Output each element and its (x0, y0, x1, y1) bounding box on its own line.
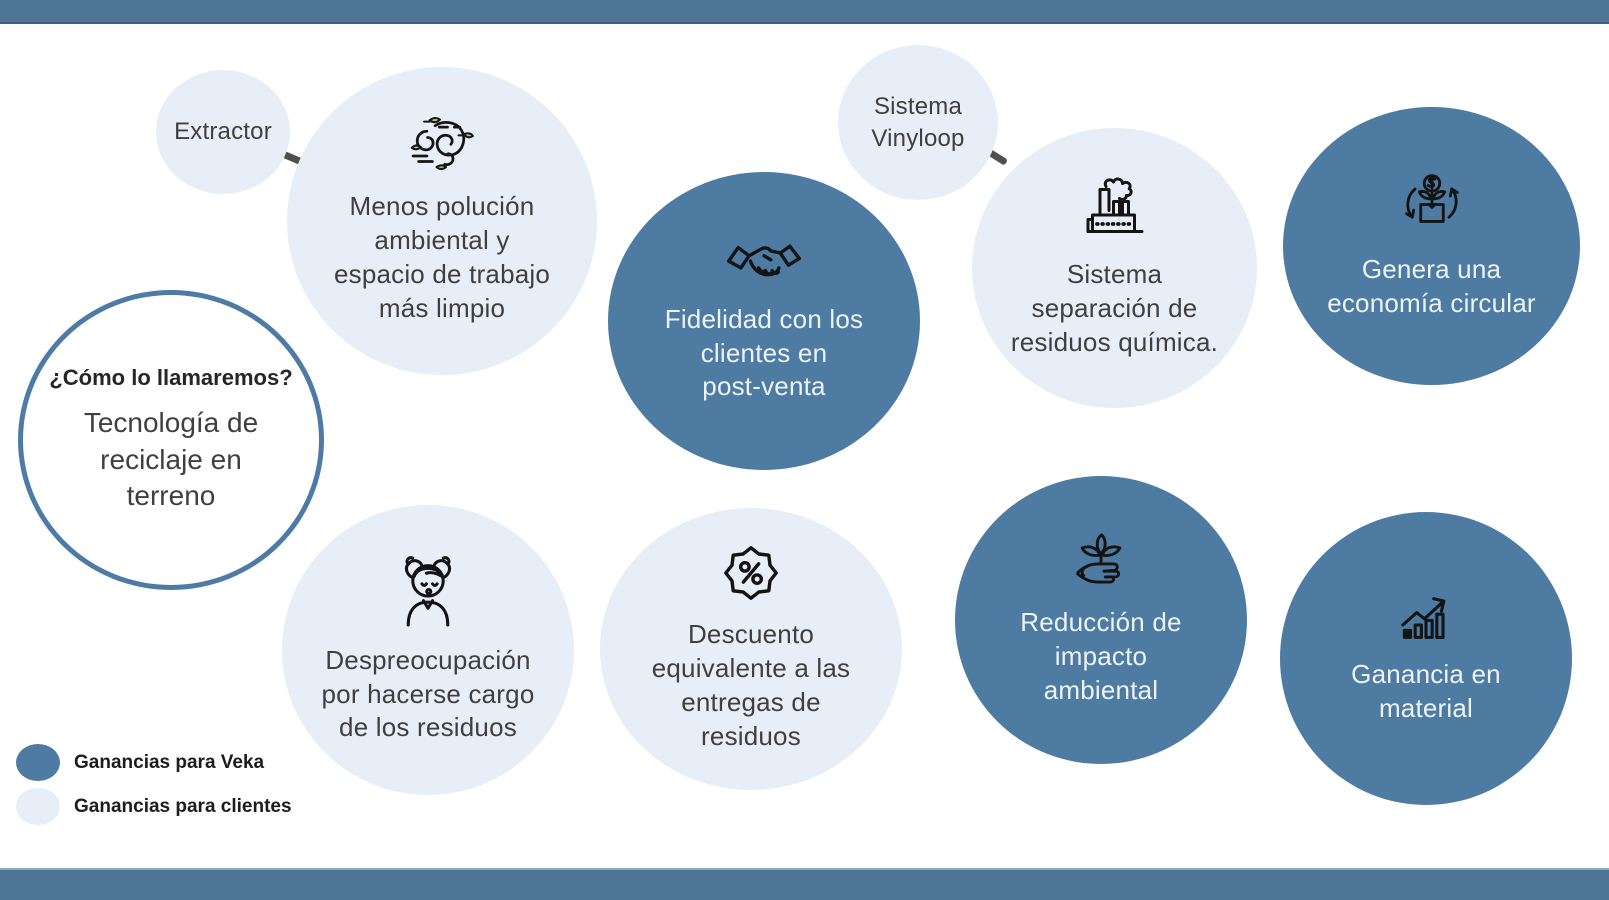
legend-swatch-veka (16, 744, 60, 781)
bubble-descuento: Descuento equivalente a las entregas de … (600, 508, 902, 790)
bubble-menos-polucion-label: Menos polución ambiental y espacio de tr… (333, 191, 551, 323)
legend-label-veka: Ganancias para Veka (74, 751, 265, 773)
bubble-despreocupacion-label: Despreocupación por hacerse cargo de los… (321, 644, 535, 743)
bubble-descuento-label: Descuento equivalente a las entregas de … (651, 619, 851, 751)
title-question: ¿Cómo lo llamaremos? (49, 365, 293, 391)
bubble-fidelidad: Fidelidad con los clientes en post-venta (608, 172, 920, 470)
bottom-band (0, 868, 1609, 900)
bubble-despreocupacion: Despreocupación por hacerse cargo de los… (282, 505, 574, 795)
circular-economy-icon (1401, 172, 1463, 237)
factory-icon (1082, 176, 1148, 242)
legend-row-clientes: Ganancias para clientes (16, 788, 292, 825)
bubble-menos-polucion: Menos polución ambiental y espacio de tr… (287, 67, 597, 375)
bubble-vinyloop-label: Sistema Vinyloop (871, 93, 965, 152)
title-circle: ¿Cómo lo llamaremos? Tecnología de recic… (18, 290, 324, 590)
bubble-reduccion-label: Reducción de impacto ambiental (1020, 607, 1182, 705)
legend-label-clientes: Ganancias para clientes (74, 795, 292, 817)
legend-swatch-clientes (16, 788, 60, 825)
title-name: Tecnología de reciclaje en terreno (83, 407, 259, 512)
bubble-ganancia-label: Ganancia en material (1351, 659, 1501, 723)
bubble-ganancia: Ganancia en material (1280, 512, 1572, 805)
handshake-icon (726, 238, 802, 287)
growth-chart-icon (1398, 591, 1454, 642)
bubble-economia: Genera una economía circular (1283, 107, 1580, 385)
bubble-separacion: Sistema separación de residuos química. (972, 128, 1257, 408)
relaxed-person-icon (393, 555, 463, 628)
plant-hand-icon (1069, 532, 1133, 590)
discount-badge-icon (722, 544, 780, 602)
legend: Ganancias para Veka Ganancias para clien… (16, 744, 292, 825)
bubble-separacion-label: Sistema separación de residuos química. (1010, 259, 1219, 357)
bubble-economia-label: Genera una economía circular (1327, 253, 1536, 318)
bubble-vinyloop: Sistema Vinyloop (838, 45, 998, 200)
legend-row-veka: Ganancias para Veka (16, 744, 292, 781)
bubble-extractor: Extractor (156, 70, 290, 194)
bubble-fidelidad-label: Fidelidad con los clientes en post-venta (664, 303, 864, 402)
wind-icon (409, 116, 475, 174)
bubble-extractor-label: Extractor (174, 118, 272, 146)
bubble-reduccion: Reducción de impacto ambiental (955, 476, 1247, 764)
top-band (0, 0, 1609, 24)
